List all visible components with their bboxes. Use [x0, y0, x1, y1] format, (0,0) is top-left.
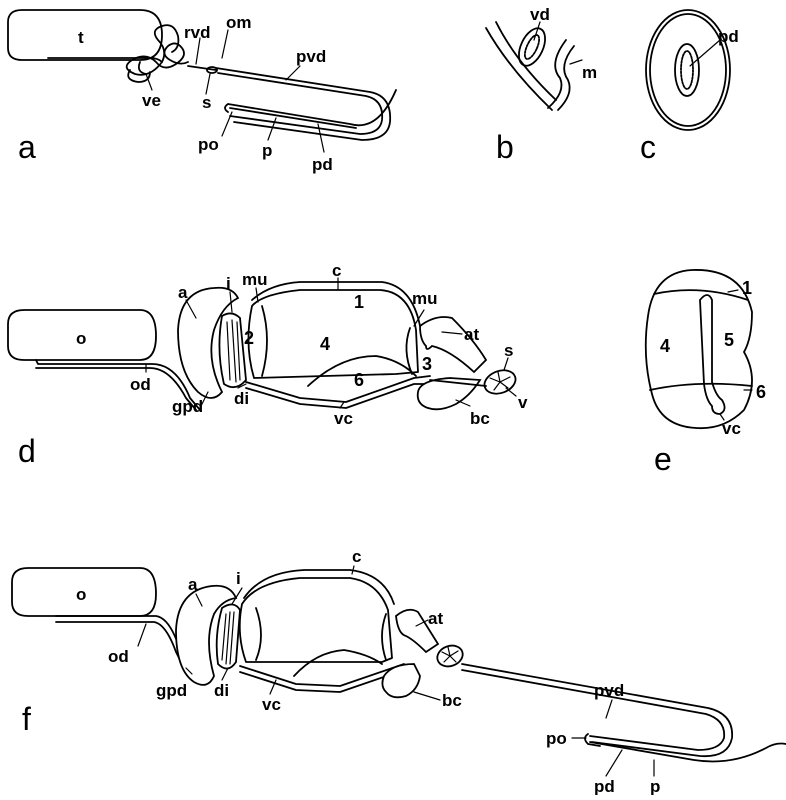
- region-6-f: [294, 650, 382, 676]
- body-wall-outer: [486, 28, 552, 110]
- label-c-d: c: [332, 261, 341, 280]
- label-4-e: 4: [660, 336, 670, 356]
- ventral-channel: [246, 376, 430, 408]
- vagina-radials-f: [442, 647, 458, 662]
- label-p: p: [262, 141, 272, 160]
- capsule-gland-f: [240, 578, 392, 662]
- label-c-f: c: [352, 547, 361, 566]
- capsule-gland-top: [252, 282, 420, 326]
- panel-letter-a: a: [18, 129, 36, 165]
- leader-1-e: [728, 290, 738, 292]
- label-pd-f: pd: [594, 777, 615, 795]
- label-s: s: [202, 93, 211, 112]
- label-bc-d: bc: [470, 409, 490, 428]
- central-duct: [700, 295, 725, 414]
- label-pvd-f: pvd: [594, 681, 624, 700]
- label-i-f: i: [236, 569, 241, 588]
- label-a-f: a: [188, 575, 198, 594]
- label-gpd-f: gpd: [156, 681, 187, 700]
- label-mu-d2: mu: [412, 289, 438, 308]
- panel-b: vd m b: [486, 5, 597, 165]
- label-rvd: rvd: [184, 23, 210, 42]
- wall-3-4: [406, 328, 412, 374]
- label-1-d: 1: [354, 292, 364, 312]
- panel-f: o a i c at od gpd di vc bc pvd po pd p f: [12, 547, 786, 795]
- label-pd-c: pd: [718, 27, 739, 46]
- muscle-layer-1: [548, 40, 566, 108]
- leader-pvd: [286, 66, 300, 80]
- panel-letter-b: b: [496, 129, 514, 165]
- vagina-radials: [490, 372, 510, 390]
- label-at-f: at: [428, 609, 443, 628]
- label-pd: pd: [312, 155, 333, 174]
- panel-letter-d: d: [18, 433, 36, 469]
- label-5-e: 5: [724, 330, 734, 350]
- label-di-d: di: [234, 389, 249, 408]
- label-m: m: [582, 63, 597, 82]
- leader-om: [222, 30, 228, 58]
- label-3-d: 3: [422, 354, 432, 374]
- label-vc-f: vc: [262, 695, 281, 714]
- leader-m: [570, 60, 582, 64]
- label-o-d: o: [76, 329, 86, 348]
- leader-pd-f: [606, 750, 622, 776]
- label-i-d: i: [226, 274, 231, 293]
- leader-s: [206, 74, 210, 94]
- wall-right-f: [382, 614, 386, 660]
- leader-di-f: [222, 668, 228, 680]
- label-6-e: 6: [756, 382, 766, 402]
- body-wall-inner: [496, 22, 556, 100]
- leader-pd-c: [690, 40, 720, 66]
- label-di-f: di: [214, 681, 229, 700]
- panel-letter-c: c: [640, 129, 656, 165]
- label-od-f: od: [108, 647, 129, 666]
- label-mu-d1: mu: [242, 270, 268, 289]
- ve-coils: [127, 25, 188, 75]
- panel-a: t rvd om pvd ve s po p pd a: [8, 10, 396, 174]
- leader-po: [222, 112, 232, 136]
- vas-deferens-section: [514, 24, 551, 70]
- leader-bc-f: [414, 692, 440, 700]
- label-vc-d: vc: [334, 409, 353, 428]
- panel-c: pd c: [640, 10, 739, 165]
- label-at-d: at: [464, 325, 479, 344]
- label-po-f: po: [546, 729, 567, 748]
- label-vc-e: vc: [722, 419, 741, 438]
- testis-shape: [8, 10, 162, 60]
- penis-section-inner: [650, 14, 726, 126]
- label-om: om: [226, 13, 252, 32]
- capsule-gland-body: [248, 290, 418, 378]
- label-1-e: 1: [742, 278, 752, 298]
- wall-2-4: [262, 306, 267, 376]
- panel-letter-e: e: [654, 441, 672, 477]
- label-gpd-d: gpd: [172, 397, 203, 416]
- label-o-f: o: [76, 585, 86, 604]
- panel-letter-f: f: [22, 701, 31, 737]
- label-v-d: v: [518, 393, 528, 412]
- label-t: t: [78, 28, 84, 47]
- panel-d: o a i mu c mu at s v od gpd di vc bc 1 2…: [8, 261, 528, 469]
- wall-left-f: [256, 608, 261, 660]
- label-p-f: p: [650, 777, 660, 795]
- label-vd: vd: [530, 5, 550, 24]
- label-s-d: s: [504, 341, 513, 360]
- label-2-d: 2: [244, 328, 254, 348]
- label-od-d: od: [130, 375, 151, 394]
- panel-e: 1 4 5 6 vc e: [646, 270, 766, 477]
- label-po: po: [198, 135, 219, 154]
- label-a-d: a: [178, 283, 188, 302]
- leader-pvd-f: [606, 700, 612, 718]
- label-pvd: pvd: [296, 47, 326, 66]
- label-4-d: 4: [320, 334, 330, 354]
- label-bc-f: bc: [442, 691, 462, 710]
- ventral-channel-f: [240, 664, 404, 692]
- penis-duct-lumen: [681, 51, 693, 89]
- section-line-bottom: [650, 384, 752, 390]
- label-ve: ve: [142, 91, 161, 110]
- pvd-duct-outer: [216, 68, 390, 140]
- label-6-d: 6: [354, 370, 364, 390]
- leader-od-f: [138, 624, 146, 646]
